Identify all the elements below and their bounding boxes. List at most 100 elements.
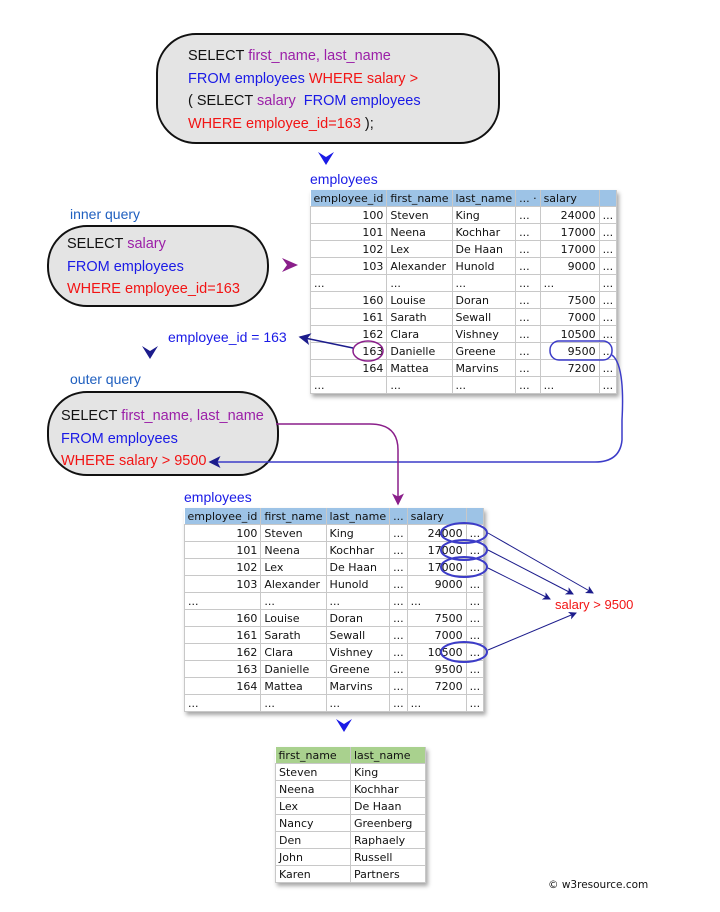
table-cell: 164 <box>309 359 388 377</box>
down-arrow-icon <box>318 152 334 165</box>
condition-label: salary > 9500 <box>555 597 634 612</box>
table-cell: ... <box>465 524 485 542</box>
table-cell: 160 <box>309 291 388 309</box>
table-cell: ... <box>598 257 618 275</box>
table-cell: ... <box>598 359 618 377</box>
table-cell: ... <box>515 342 541 360</box>
table-cell: ... <box>539 376 600 394</box>
table-cell: 24000 <box>406 524 467 542</box>
table-cell: ... <box>515 223 541 241</box>
table-cell: John <box>275 848 351 866</box>
table-cell: ... <box>465 643 485 661</box>
query-line: FROM employees <box>67 256 267 279</box>
table-cell: Karen <box>275 865 351 883</box>
table-cell: Mattea <box>260 677 327 695</box>
table-cell: ... <box>325 694 391 712</box>
table-cell: ... <box>598 325 618 343</box>
inner-query-caption: inner query <box>70 206 141 222</box>
table-cell: Alexander <box>260 575 327 593</box>
table-cell: Lex <box>275 797 351 815</box>
table-cell: Kochhar <box>451 223 517 241</box>
column-header: last_name <box>350 747 426 764</box>
table-cell: 164 <box>183 677 262 695</box>
table-cell: 100 <box>183 524 262 542</box>
table-cell: 9000 <box>406 575 467 593</box>
table-cell: Louise <box>260 609 327 627</box>
table-cell: ... <box>465 575 485 593</box>
sql-token: WHERE employee_id=163 <box>67 281 240 297</box>
table-cell: Doran <box>451 291 517 309</box>
sql-token: SELECT <box>188 48 249 64</box>
table-cell: ... <box>183 592 262 610</box>
down-arrow-icon <box>336 719 352 732</box>
table-cell: ... <box>406 694 467 712</box>
sql-token: first_name, last_name <box>248 48 391 64</box>
table-row: .................. <box>309 274 618 292</box>
table-cell: 100 <box>309 206 388 224</box>
table-cell: Hunold <box>451 257 517 275</box>
table-cell: ... <box>389 558 408 576</box>
table-cell: Den <box>275 831 351 849</box>
table-cell: ... <box>260 694 327 712</box>
column-header: salary <box>407 508 467 525</box>
table-cell: Sewall <box>451 308 517 326</box>
sql-token: SELECT <box>67 236 128 252</box>
column-header: first_name <box>260 508 327 525</box>
table-cell: ... <box>183 694 262 712</box>
table-cell: Neena <box>386 223 453 241</box>
column-header: ... · <box>515 190 541 207</box>
table-cell: Doran <box>325 609 391 627</box>
table-cell: Mattea <box>386 359 453 377</box>
table-cell: De Haan <box>325 558 391 576</box>
table-cell: 161 <box>183 626 262 644</box>
sql-token: salary <box>257 93 300 109</box>
table-cell: ... <box>515 206 541 224</box>
table-cell: Marvins <box>451 359 517 377</box>
table-cell: 24000 <box>539 206 600 224</box>
table-cell: 162 <box>309 325 388 343</box>
table-cell: ... <box>515 257 541 275</box>
table-cell: Clara <box>260 643 327 661</box>
table-cell: Steven <box>275 763 351 781</box>
query-line: SELECT salary <box>67 233 267 256</box>
table-cell: 7000 <box>539 308 600 326</box>
table-cell: De Haan <box>451 240 517 258</box>
table-cell: 101 <box>309 223 388 241</box>
table-cell: 17000 <box>406 541 467 559</box>
table-cell: 7500 <box>406 609 467 627</box>
table-cell: Greene <box>451 342 517 360</box>
table-cell: 160 <box>183 609 262 627</box>
table-cell: Greene <box>325 660 391 678</box>
table-cell: 162 <box>183 643 262 661</box>
table-cell: ... <box>309 274 388 292</box>
table-cell: Lex <box>386 240 453 258</box>
table-cell: ... <box>325 592 391 610</box>
table-cell: Neena <box>275 780 351 798</box>
table-cell: ... <box>389 677 408 695</box>
table-cell: Kochhar <box>325 541 391 559</box>
table-cell: ... <box>598 240 618 258</box>
table-cell: ... <box>515 291 541 309</box>
column-header: first_name <box>386 190 453 207</box>
table-cell: King <box>350 763 426 781</box>
table-cell: ... <box>389 541 408 559</box>
table-cell: ... <box>465 609 485 627</box>
sql-token: SELECT <box>61 408 122 424</box>
table-cell: Sarath <box>386 308 453 326</box>
column-header: employee_id <box>184 508 262 525</box>
